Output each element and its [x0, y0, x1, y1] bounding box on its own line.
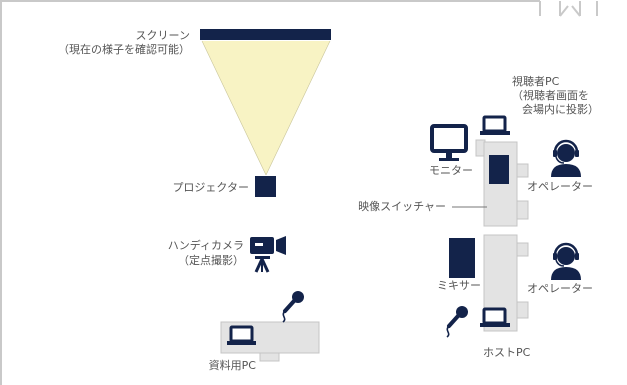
operator-top-label: オペレーター [527, 180, 593, 193]
viewer-pc-sub-label-1: （視聴者画面を [512, 89, 589, 102]
microphone-icon [282, 291, 304, 323]
host-pc-label: ホストPC [483, 346, 531, 359]
monitor-label: モニター [429, 164, 473, 177]
screen-label: スクリーン [135, 29, 190, 42]
viewer-pc-sub-label-2: 会場内に投影） [522, 103, 599, 116]
microphone-icon [446, 306, 468, 338]
video-switcher-icon [489, 155, 509, 184]
projector-label: プロジェクター [172, 181, 249, 194]
frame-border [0, 0, 598, 385]
video-switcher-label: 映像スイッチャー [358, 200, 446, 213]
mixer-icon [449, 238, 475, 278]
headset-operator-icon [551, 242, 581, 280]
headset-operator-icon [551, 139, 581, 177]
material-pc-label: 資料用PC [208, 359, 256, 372]
handy-camera-sub-label: （定点撮影） [178, 254, 244, 267]
camera-on-tripod-icon [250, 236, 286, 273]
screen-sub-label: （現在の様子を確認可能） [58, 43, 190, 56]
projector-icon [255, 176, 276, 197]
laptop-icon [480, 115, 510, 135]
monitor-icon [430, 124, 468, 161]
mixer-label: ミキサー [437, 279, 481, 292]
screen [200, 29, 331, 40]
projector-beam [202, 41, 330, 175]
handy-camera-label: ハンディカメラ [167, 239, 244, 252]
laptop-icon [227, 325, 256, 345]
operator-bottom-label: オペレーター [527, 282, 593, 295]
laptop-icon [480, 307, 510, 327]
viewer-pc-label: 視聴者PC [512, 75, 560, 88]
